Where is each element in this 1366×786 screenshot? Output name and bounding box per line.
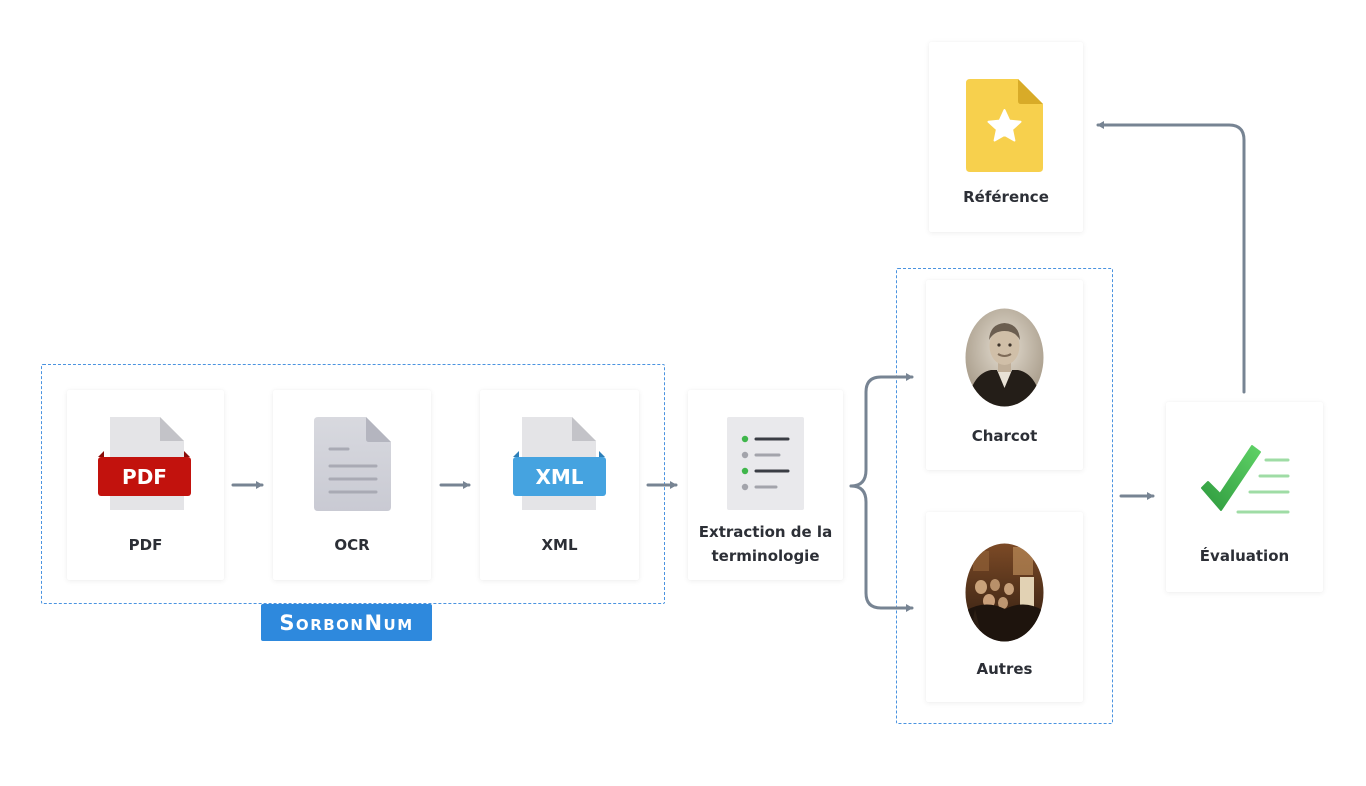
corpus-group-box [896, 268, 1113, 724]
node-ocr: OCR [273, 390, 431, 580]
node-extraction-label-line1: Extraction de la [698, 523, 833, 541]
group-photo [965, 543, 1044, 642]
pdf-badge-text: PDF [122, 465, 167, 489]
node-xml-label: XML [541, 536, 578, 554]
node-reference-label: Référence [963, 188, 1049, 206]
text-document-icon [314, 417, 391, 511]
sorbonnum-badge: SorbonNum [261, 604, 432, 641]
brace-extraction-split [849, 373, 914, 488]
node-ocr-label: OCR [334, 536, 370, 554]
brace-extraction-split-lower [849, 484, 914, 612]
node-charcot-label: Charcot [971, 427, 1038, 445]
node-extraction: Extraction de la terminologie [688, 390, 843, 580]
node-extraction-label-line2: terminologie [711, 547, 820, 565]
node-xml: XML XML [480, 390, 639, 580]
arrow-evaluation-to-reference [1096, 121, 1246, 394]
node-charcot: Charcot [926, 280, 1083, 470]
node-autres: Autres [926, 512, 1083, 702]
pdf-file-icon: PDF [98, 417, 191, 510]
node-autres-label: Autres [976, 660, 1033, 678]
xml-badge-text: XML [535, 465, 583, 489]
list-icon [727, 417, 804, 510]
node-pdf: PDF PDF [67, 390, 224, 580]
node-evaluation: Évaluation [1166, 402, 1323, 592]
node-pdf-label: PDF [128, 536, 163, 554]
node-reference: Référence [929, 42, 1083, 232]
node-evaluation-label: Évaluation [1199, 547, 1290, 565]
checklist-icon [1201, 445, 1290, 514]
star-document-icon [966, 79, 1043, 172]
portrait-photo [965, 308, 1044, 407]
xml-file-icon: XML [513, 417, 606, 510]
